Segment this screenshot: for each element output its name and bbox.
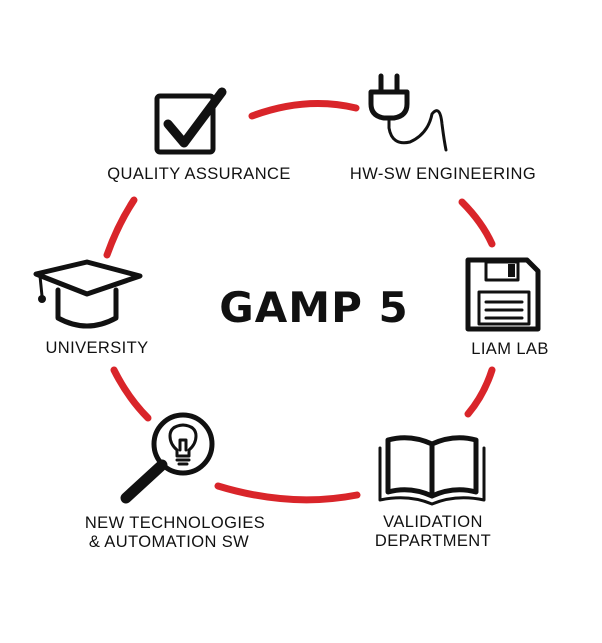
label-university: UNIVERSITY — [45, 339, 148, 357]
label-validation-line1: VALIDATION — [383, 513, 483, 531]
plug-icon — [368, 73, 448, 152]
label-hw-sw-engineering: HW-SW ENGINEERING — [350, 165, 536, 183]
label-liam-lab: LIAM LAB — [471, 340, 548, 358]
node-validation-department: VALIDATION DEPARTMENT — [375, 435, 491, 550]
node-liam-lab: LIAM LAB — [465, 257, 548, 358]
label-newtech-line1: NEW TECHNOLOGIES — [85, 514, 265, 532]
node-new-technologies: NEW TECHNOLOGIES & AUTOMATION SW — [85, 412, 265, 551]
arc-university-to-qa — [103, 196, 138, 259]
floppy-disk-icon — [465, 257, 541, 332]
arc-hwsw-to-liam — [458, 198, 496, 248]
cycle-arcs — [103, 100, 496, 504]
node-university: UNIVERSITY — [33, 259, 148, 357]
graduation-cap-icon — [33, 259, 143, 329]
label-quality-assurance: QUALITY ASSURANCE — [107, 165, 290, 183]
magnifier-lightbulb-icon — [120, 412, 215, 504]
label-newtech-line2: & AUTOMATION SW — [89, 533, 249, 551]
label-validation-line2: DEPARTMENT — [375, 532, 491, 550]
arc-validation-to-newtech — [214, 482, 361, 504]
checkbox-icon — [154, 87, 227, 155]
arc-qa-to-hwsw — [248, 100, 360, 120]
node-quality-assurance: QUALITY ASSURANCE — [107, 87, 290, 183]
node-hw-sw-engineering: HW-SW ENGINEERING — [350, 73, 536, 183]
arc-liam-to-validation — [464, 366, 496, 418]
open-book-icon — [378, 435, 486, 506]
diagram-title: GAMP 5 — [219, 283, 408, 332]
arc-newtech-to-university — [110, 366, 152, 422]
